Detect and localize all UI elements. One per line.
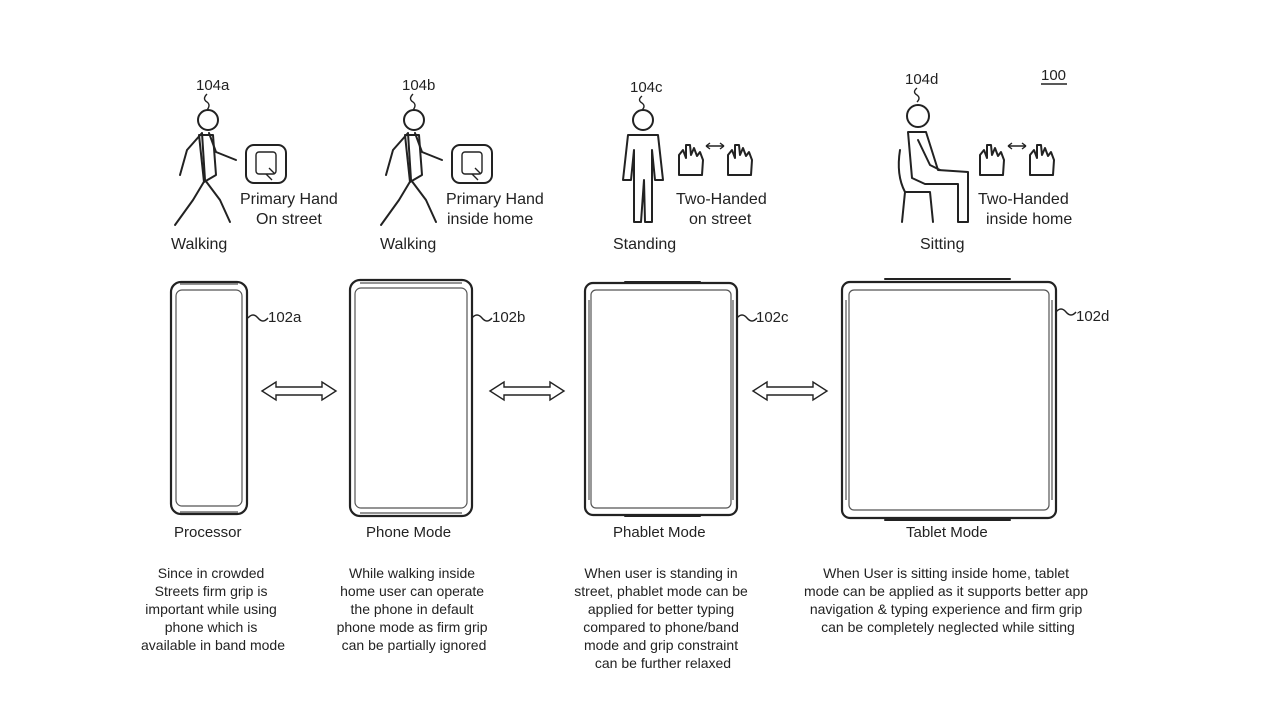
device-name-102b: Phone Mode xyxy=(366,524,451,541)
user-ref-104b: 104b xyxy=(402,77,435,94)
standing-person-icon xyxy=(622,109,664,223)
hand-mode-104c-line1: Two-Handed xyxy=(676,191,767,208)
phone-grip-icon xyxy=(245,144,287,184)
walking-person-icon xyxy=(174,109,237,226)
leader-104c xyxy=(638,95,645,111)
desc-104b: While walking inside home user can opera… xyxy=(337,565,492,653)
device-ref-102b: 102b xyxy=(492,309,525,326)
two-hands-icon xyxy=(979,142,1055,176)
posture-104d: Sitting xyxy=(920,236,964,253)
desc-104a: Since in crowded Streets firm grip is im… xyxy=(141,565,285,653)
device-name-102a: Processor xyxy=(174,524,242,541)
double-arrow-icon xyxy=(751,380,829,402)
device-ref-102d: 102d xyxy=(1076,308,1109,325)
device-102b xyxy=(348,278,474,518)
hand-mode-104b-line1: Primary Hand xyxy=(446,191,544,208)
user-ref-104d: 104d xyxy=(905,71,938,88)
desc-104c: When user is standing in street, phablet… xyxy=(574,565,751,671)
hand-mode-104d-line2: inside home xyxy=(986,211,1072,228)
leader-102c xyxy=(736,314,758,322)
device-ref-102c: 102c xyxy=(756,309,789,326)
leader-104b xyxy=(409,93,416,111)
leader-104a xyxy=(203,93,210,111)
column-104a: 104a Primary Hand On street Walking 102a… xyxy=(141,77,338,653)
user-ref-104a: 104a xyxy=(196,77,230,94)
posture-104c: Standing xyxy=(613,236,676,253)
column-104c: 104c Two-Handed on street Standing 102c … xyxy=(574,79,789,671)
double-arrow-icon xyxy=(260,380,338,402)
hand-mode-104b-line2: inside home xyxy=(447,211,533,228)
hand-mode-104d-line1: Two-Handed xyxy=(978,191,1069,208)
phone-grip-icon xyxy=(451,144,493,184)
device-name-102d: Tablet Mode xyxy=(906,524,988,541)
leader-102a xyxy=(247,314,269,322)
device-102c xyxy=(583,281,739,517)
hand-mode-104a-line2: On street xyxy=(256,211,322,228)
leader-104d xyxy=(913,87,920,103)
figure-number: 100 xyxy=(1041,67,1066,84)
leader-102d xyxy=(1055,308,1077,316)
sitting-person-icon xyxy=(897,104,969,223)
walking-person-icon xyxy=(380,109,443,226)
device-102a xyxy=(169,280,249,516)
user-ref-104c: 104c xyxy=(630,79,663,96)
desc-104d: When User is sitting inside home, tablet… xyxy=(804,565,1092,635)
leader-102b xyxy=(471,314,493,322)
hand-mode-104c-line2: on street xyxy=(689,211,752,228)
posture-104b: Walking xyxy=(380,236,436,253)
device-ref-102a: 102a xyxy=(268,309,302,326)
device-102d xyxy=(840,278,1058,521)
two-hands-icon xyxy=(678,142,753,176)
device-name-102c: Phablet Mode xyxy=(613,524,706,541)
hand-mode-104a-line1: Primary Hand xyxy=(240,191,338,208)
posture-104a: Walking xyxy=(171,236,227,253)
column-104d: 104d Two-Handed inside home Sitting 102d… xyxy=(804,71,1109,635)
double-arrow-icon xyxy=(488,380,566,402)
column-104b: 104b Primary Hand inside home Walking 10… xyxy=(337,77,544,653)
